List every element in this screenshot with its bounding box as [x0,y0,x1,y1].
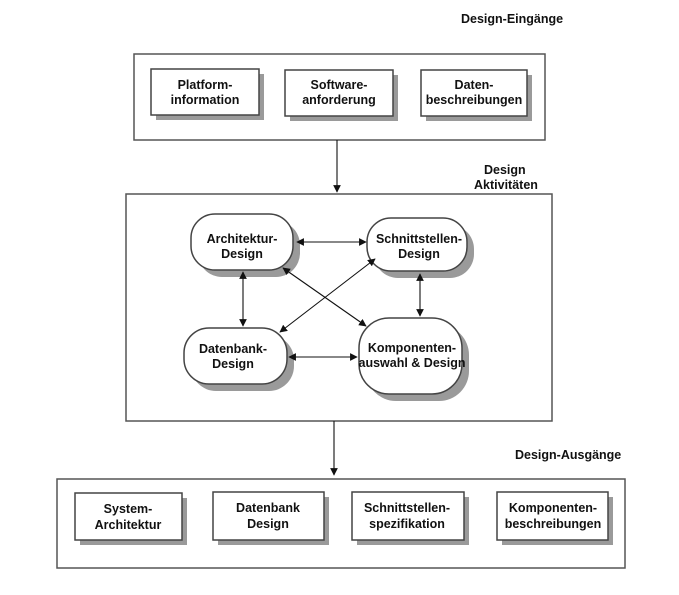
output-interface-spec-line1: Schnittstellen- [364,501,450,515]
input-data-line2: beschreibungen [426,93,523,107]
output-box-component-descriptions: Komponenten- beschreibungen [496,491,613,545]
activity-component-line2: auswahl & Design [359,356,466,370]
activity-architecture-line2: Design [221,247,263,261]
input-platform-line2: information [171,93,240,107]
activity-architecture-line1: Architektur- [207,232,278,246]
output-system-architecture-line2: Architektur [95,518,162,532]
output-component-descriptions-line2: beschreibungen [505,517,602,531]
output-interface-spec-line2: spezifikation [369,517,445,531]
output-database-design-line2: Design [247,517,289,531]
output-component-descriptions-line1: Komponenten- [509,501,597,515]
output-system-architecture-line1: System- [104,502,153,516]
activity-architecture: Architektur- Design [190,213,300,277]
activity-component-line1: Komponenten- [368,341,456,355]
activity-database: Datenbank- Design [183,327,294,391]
activity-interface-line2: Design [398,247,440,261]
activity-database-line2: Design [212,357,254,371]
input-data-line1: Daten- [455,78,494,92]
output-database-design-line1: Datenbank [236,501,300,515]
link-interface-database [279,258,376,333]
activity-interface: Schnittstellen- Design [366,217,474,278]
activity-component: Komponenten- auswahl & Design [358,317,469,401]
input-box-platform: Platform- information [150,68,264,120]
output-box-interface-spec: Schnittstellen- spezifikation [351,491,469,545]
activities-heading-line1: Design [484,163,526,177]
outputs-heading: Design-Ausgänge [515,448,621,462]
inputs-heading: Design-Eingänge [461,12,563,26]
input-box-software: Software- anforderung [284,69,398,121]
input-platform-line1: Platform- [178,78,233,92]
activities-heading-line2: Aktivitäten [474,178,538,192]
activity-interface-line1: Schnittstellen- [376,232,462,246]
input-software-line1: Software- [311,78,368,92]
output-box-system-architecture: System- Architektur [74,492,187,545]
output-box-database-design: Datenbank Design [212,491,329,545]
input-box-data: Daten- beschreibungen [420,69,532,121]
activity-database-line1: Datenbank- [199,342,267,356]
input-software-line2: anforderung [302,93,376,107]
